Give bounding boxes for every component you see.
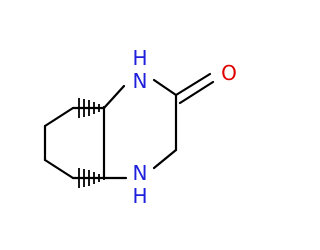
hashed-wedge-c8a (78, 98, 105, 118)
n1-n-label: N (133, 69, 148, 93)
structure-drawing: H N N H O (43, 46, 237, 208)
bond-c6-c5 (43, 158, 75, 180)
bond-c8-c7 (43, 106, 75, 128)
oxygen-label: O (221, 61, 237, 85)
n4-n-label: N (133, 161, 148, 185)
molecule-canvas: H N N H O (43, 46, 237, 208)
n1-h-label: H (132, 46, 147, 70)
bond-c8a-n1 (102, 84, 126, 110)
bond-c3-n4 (152, 148, 178, 170)
carbonyl-bond-a (174, 72, 212, 97)
bond-n1-c2 (152, 78, 178, 97)
n4-h-label: H (132, 184, 147, 208)
hashed-wedge-c4a (78, 168, 105, 188)
carbonyl-bond-b (178, 80, 215, 105)
